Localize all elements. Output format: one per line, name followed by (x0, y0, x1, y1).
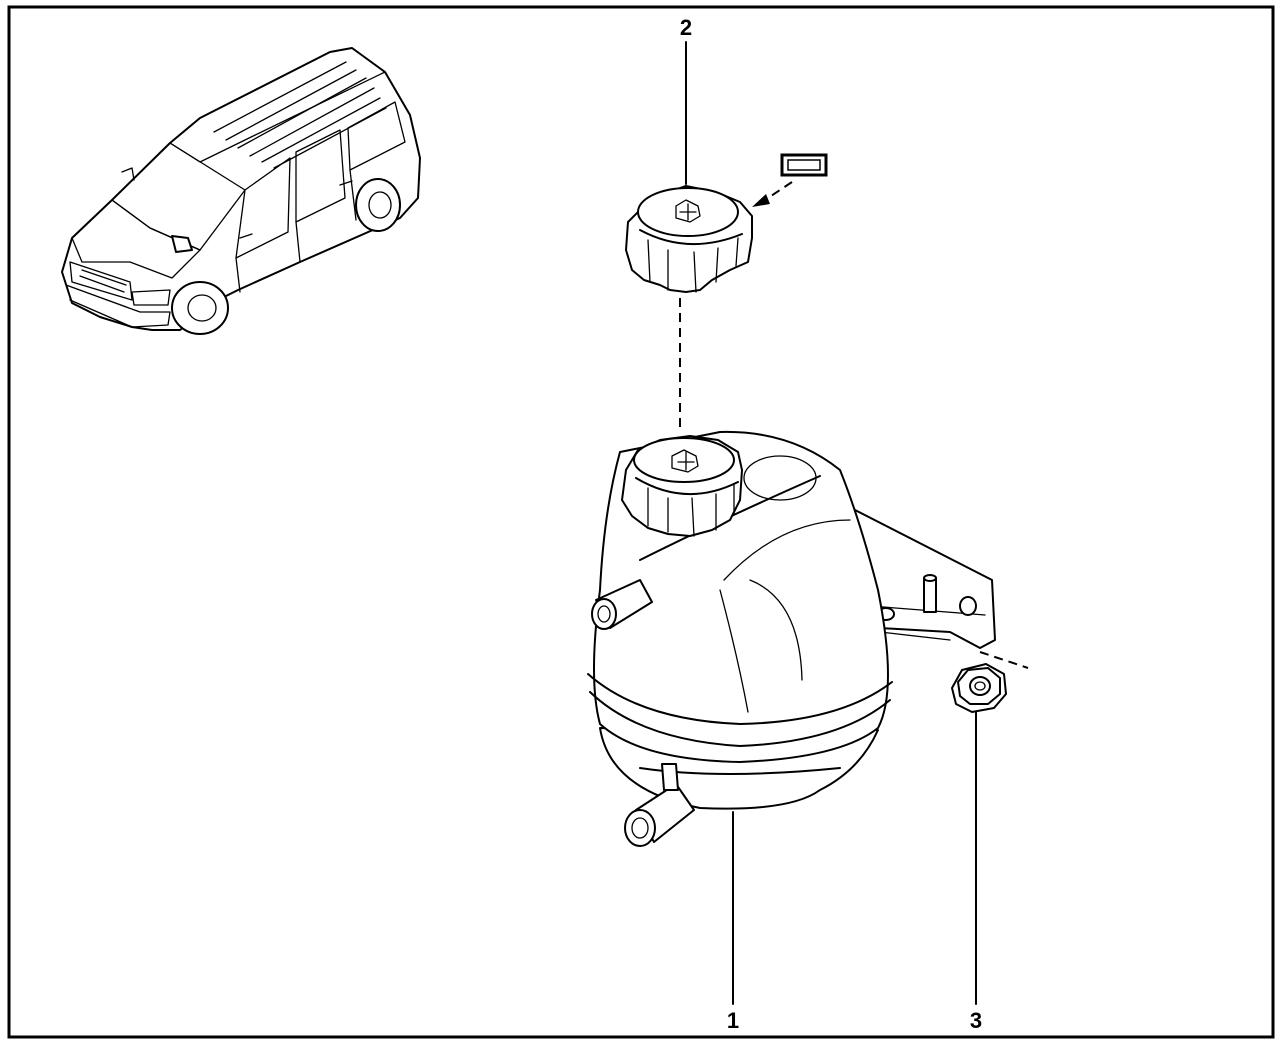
vehicle-illustration (61, 47, 421, 335)
callout-1-label: 1 (727, 1008, 739, 1033)
expansion-reservoir (587, 430, 996, 847)
callout-3-label: 3 (970, 1008, 982, 1033)
callout-2-label: 2 (680, 15, 692, 40)
callout-1: 1 (727, 811, 739, 1033)
reservoir-cap (625, 185, 753, 293)
callout-2: 2 (680, 15, 692, 185)
diagram-frame (7, 5, 1275, 1039)
note-marker (752, 153, 828, 207)
callout-3: 3 (970, 711, 982, 1033)
flange-nut (951, 651, 1029, 713)
